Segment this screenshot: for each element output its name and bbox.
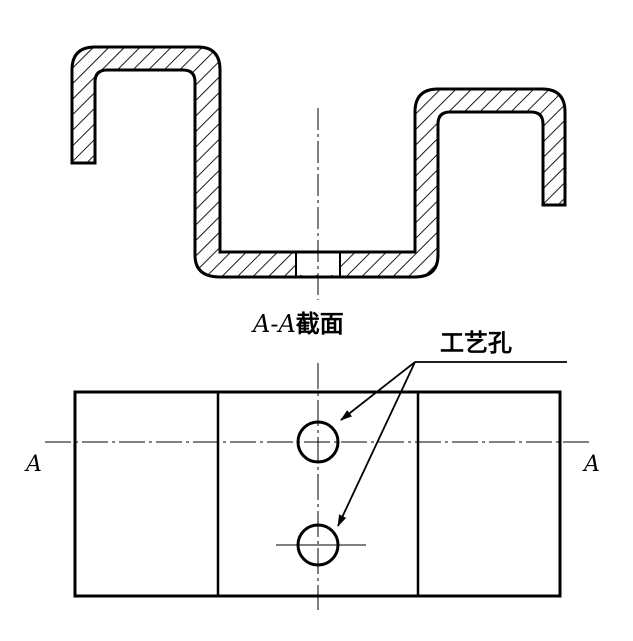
section-hole-gap [296,253,340,275]
process-hole-lower [296,523,340,567]
section-view [70,45,567,300]
section-title-suffix: 截面 [296,310,344,338]
process-hole-callout: 工艺孔 [337,329,567,527]
section-title: A-A截面 [251,310,344,338]
process-hole-upper [296,420,340,464]
section-title-prefix: A-A [251,310,296,338]
callout-arrow-lower-hole [337,361,416,527]
section-profile-hatched [70,45,567,279]
section-marker-right: A [582,452,600,477]
section-marker-left: A [24,452,42,477]
callout-label: 工艺孔 [440,329,512,357]
plan-view: A A [24,363,600,610]
